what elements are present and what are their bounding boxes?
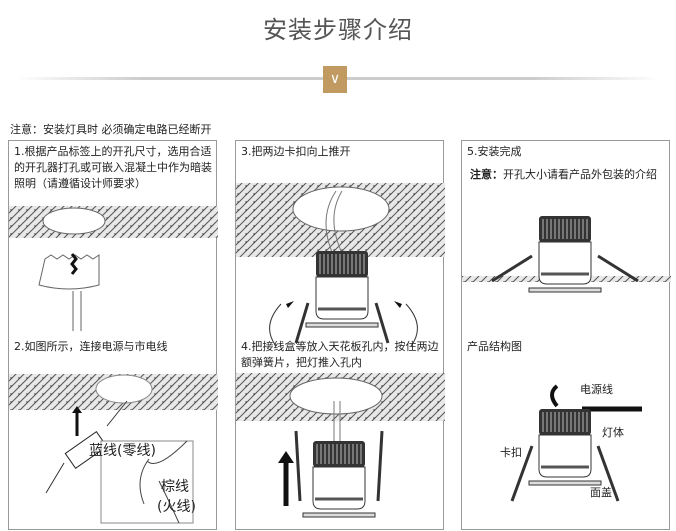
step-3-illustration [236,183,445,519]
step-4-text: 4.把接线盒等放入天花板孔内，按住两边额弹簧片，把灯推入孔内 [241,340,439,369]
safety-note: 注意：安装灯具时 必须确定电路已经断开 [10,123,212,136]
blue-wire-label: 蓝线(零线) [89,443,156,459]
wire-inset [100,440,194,524]
step-1-text: 1.根据产品标签上的开孔尺寸，选用合适的开孔器打孔或可嵌入混凝土中作为暗装照明（… [14,145,212,190]
brown-wire-label: 棕线 [161,479,189,495]
ceiling [9,206,218,238]
driver-box [64,431,108,469]
step-2-text: 2.如图所示，连接电源与市电线 [14,340,168,353]
step-1-illustration: 蓝线(零线) 棕线 (火线) [9,206,218,524]
panel-steps-3-4: 3.把两边卡扣向上推开 4.把接线盒等放入天花板孔内，按住两边额弹簧片，把灯推入… [235,140,445,530]
step-5-illustration: 电源线 灯体 卡扣 面盖 [462,214,671,502]
step-3-text: 3.把两边卡扣向上推开 [241,145,351,158]
live-wire-label: (火线) [157,499,196,515]
body-label: 灯体 [602,425,624,439]
chevron-down-icon[interactable]: ∨ [323,66,347,93]
structure-title: 产品结构图 [467,340,522,353]
panel-step-5-structure: 电源线 灯体 卡扣 面盖 5.安装完成 注意：开孔大小请看产品外包装的介绍 产品… [461,140,671,530]
cover-label: 面盖 [590,485,612,499]
step-5-text: 5.安装完成 [467,145,522,158]
note-text: 开孔大小请看产品外包装的介绍 [503,168,657,181]
step-5-note: 注意：开孔大小请看产品外包装的介绍 [470,167,670,183]
page-title: 安装步骤介绍 [263,16,413,44]
note-label: 注意： [470,168,503,181]
hole-saw-icon [38,254,100,290]
power-cord-label: 电源线 [580,382,613,396]
clip-label: 卡扣 [500,445,522,459]
panel-steps-1-2: 1.根据产品标签上的开孔尺寸，选用合适的开孔器打孔或可嵌入混凝土中作为暗装照明（… [8,140,218,530]
